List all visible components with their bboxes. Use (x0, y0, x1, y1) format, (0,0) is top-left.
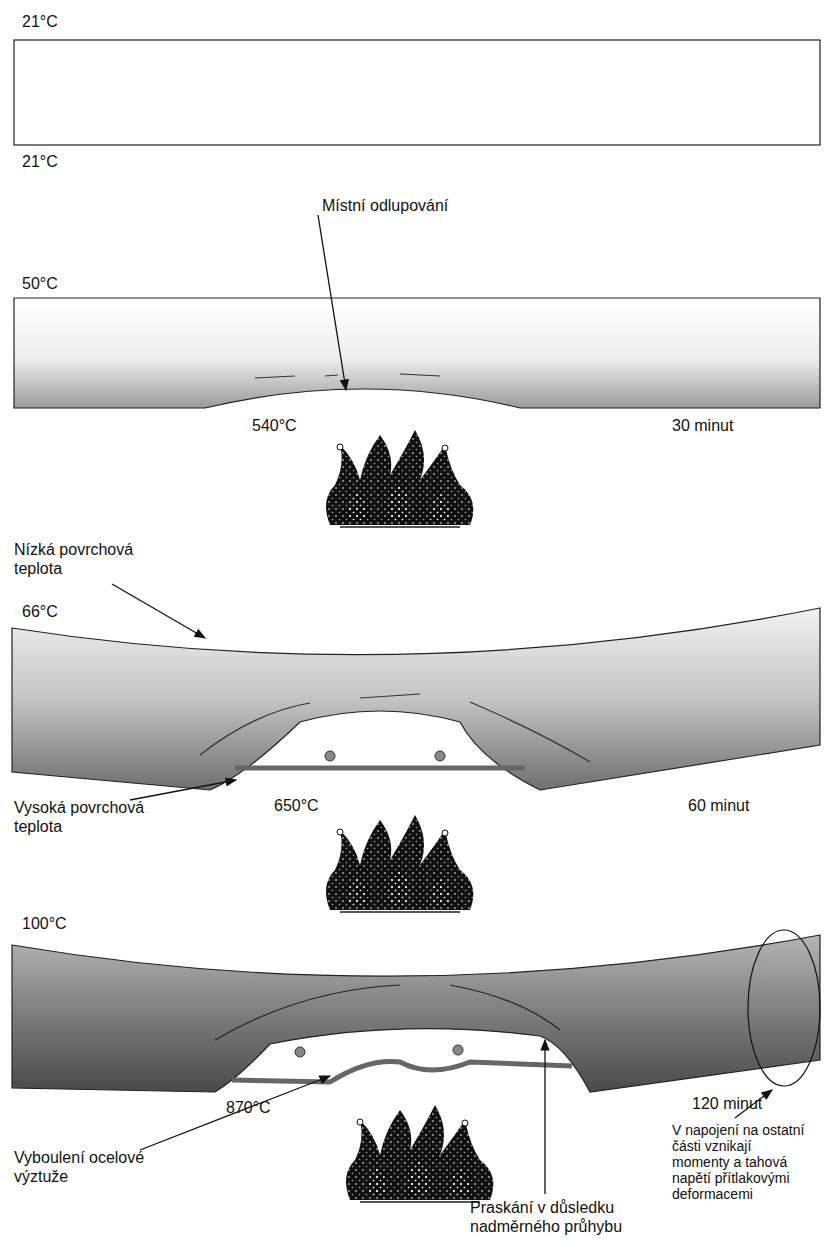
rebar-section (453, 1045, 463, 1055)
leader-line (318, 215, 346, 390)
joint-circle (748, 930, 820, 1086)
label: 60 minut (688, 796, 808, 815)
fire-symbol (326, 430, 473, 527)
label: Praskání v důsledku nadměrného průhybu (470, 1198, 680, 1236)
slab (12, 935, 820, 1092)
rebar-section (435, 751, 445, 761)
steel-rebar (232, 1061, 572, 1082)
slab (14, 298, 820, 408)
slab (14, 40, 820, 145)
label: 66°C (22, 602, 112, 621)
leader-line (544, 1040, 545, 1194)
crack (215, 985, 560, 1040)
label: 21°C (22, 12, 112, 31)
label: 120 minut (692, 1094, 802, 1113)
label: 650°C (274, 796, 354, 815)
fire-symbol (346, 1105, 493, 1202)
leader-line (112, 584, 205, 638)
leader-line (130, 780, 236, 800)
label: 540°C (252, 416, 332, 435)
slab (12, 608, 820, 790)
crack (200, 694, 590, 762)
label: 100°C (22, 914, 112, 933)
label: 21°C (22, 152, 112, 171)
label: V napojení na ostatní části vznikají mom… (672, 1122, 807, 1202)
crack (255, 374, 440, 378)
label: 50°C (22, 274, 112, 293)
label: Nízká povrchová teplota (14, 540, 164, 578)
rebar-section (295, 1047, 305, 1057)
leader-line (140, 1076, 330, 1150)
steel-rebar (235, 766, 525, 771)
label: 870°C (226, 1098, 306, 1117)
rebar-section (325, 751, 335, 761)
label: 30 minut (672, 416, 792, 435)
label: Vysoká povrchová teplota (14, 798, 164, 836)
label: Vyboulení ocelové výztuže (14, 1148, 184, 1186)
label: Místní odlupování (322, 196, 542, 215)
fire-symbol (326, 815, 473, 912)
leader-lines (112, 215, 772, 1194)
